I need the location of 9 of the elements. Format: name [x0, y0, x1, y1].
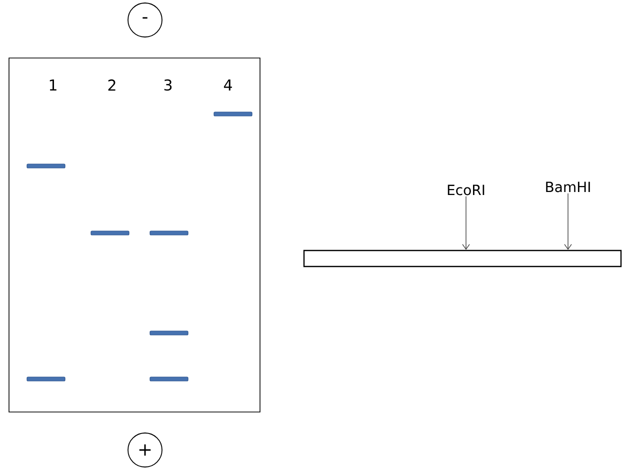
enzyme-label: BamHI [546, 182, 590, 192]
arrow [564, 193, 572, 250]
enzyme-label: EcoRI [448, 184, 484, 196]
arrow [462, 196, 470, 250]
dna-bar [303, 250, 622, 268]
lane-number: 2 [108, 79, 116, 91]
lane-number: 1 [50, 80, 56, 90]
lane-number: 4 [224, 80, 232, 90]
lane-number: 3 [164, 79, 172, 91]
